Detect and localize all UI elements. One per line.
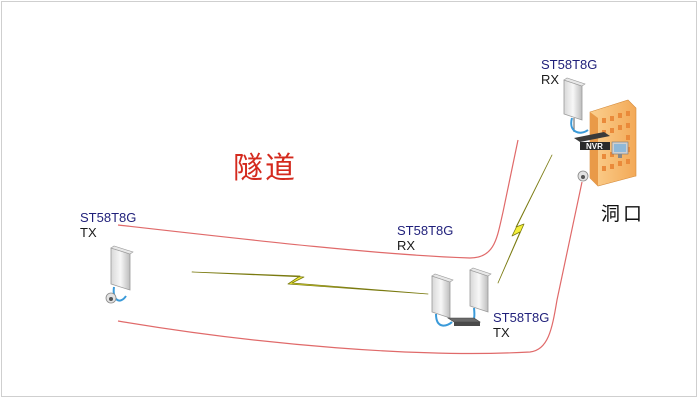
- camera-icon: [105, 292, 117, 304]
- tx-left-role: TX: [80, 225, 97, 240]
- tunnel-lower-wall: [117, 181, 583, 355]
- rx-mid-role: RX: [397, 238, 416, 253]
- nvr-label: NVR: [586, 142, 603, 151]
- tunnel-walls: [117, 139, 583, 355]
- nvr-device: NVR: [574, 132, 610, 151]
- tunnel-label: 隧道: [233, 151, 297, 186]
- rx-top-model: ST58T8G: [541, 57, 598, 72]
- network-switch-icon: [447, 317, 481, 326]
- tx-radio-left: [105, 245, 134, 304]
- rx-mid-model: ST58T8G: [397, 223, 454, 238]
- portal-building: NVR: [563, 77, 637, 187]
- tunnel-upper-wall: [117, 139, 519, 259]
- wireless-links: [191, 154, 553, 295]
- rx-radio-mid: [431, 273, 454, 319]
- tx-radio-mid: [469, 267, 492, 313]
- rx-top-role: RX: [541, 72, 560, 87]
- wireless-link-tx-to-portal: [497, 154, 553, 284]
- relay-radio-pair: [431, 267, 492, 327]
- tx-mid-role: TX: [493, 325, 510, 340]
- monitor-icon: [611, 141, 629, 158]
- wireless-link-tx-to-rx: [191, 271, 429, 295]
- tx-left-model: ST58T8G: [80, 210, 137, 225]
- portal-label: 洞口: [601, 203, 646, 225]
- camera-icon: [577, 170, 589, 182]
- tx-mid-model: ST58T8G: [493, 310, 550, 325]
- rx-radio-top: [563, 77, 589, 134]
